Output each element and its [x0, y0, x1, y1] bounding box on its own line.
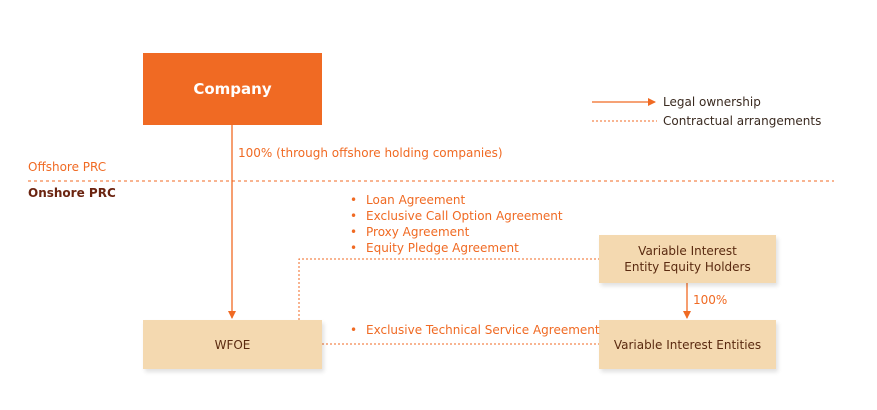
onshore-label: Onshore PRC	[28, 186, 116, 200]
agreement-item: Equity Pledge Agreement	[350, 240, 563, 256]
agreement-item: Loan Agreement	[350, 192, 563, 208]
wfoe-to-holders-contract-line	[298, 258, 599, 320]
wfoe-node: WFOE	[143, 320, 322, 369]
legend-legal-label: Legal ownership	[663, 95, 761, 109]
vie-node: Variable Interest Entities	[599, 320, 776, 369]
company-label: Company	[193, 80, 272, 98]
wfoe-label: WFOE	[214, 337, 251, 352]
vie-holders-label-line1: Variable Interest	[638, 244, 737, 258]
company-wfoe-ownership-label: 100% (through offshore holding companies…	[238, 146, 503, 160]
agreement-item: Exclusive Call Option Agreement	[350, 208, 563, 224]
technical-service-agreement: Exclusive Technical Service Agreement	[350, 322, 600, 338]
agreements-list: Loan Agreement Exclusive Call Option Agr…	[350, 192, 563, 256]
legend-contractual-label: Contractual arrangements	[663, 114, 822, 128]
agreement-item: Proxy Agreement	[350, 224, 563, 240]
vie-label: Variable Interest Entities	[613, 337, 762, 352]
vie-equity-holders-node: Variable Interest Entity Equity Holders	[599, 235, 776, 283]
company-node: Company	[143, 53, 322, 125]
agreement-item: Exclusive Technical Service Agreement	[350, 322, 600, 338]
offshore-label: Offshore PRC	[28, 160, 107, 174]
vie-holders-label-line2: Entity Equity Holders	[624, 260, 751, 274]
holders-vie-ownership-label: 100%	[693, 293, 728, 307]
